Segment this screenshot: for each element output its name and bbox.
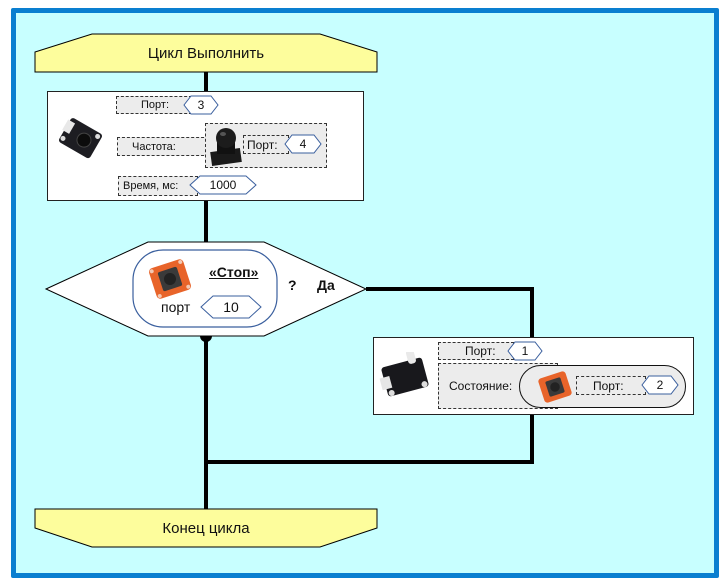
- condition-port-value-field[interactable]: 10: [200, 295, 262, 319]
- buzzer-module-icon: [59, 118, 102, 159]
- loop-start-shape[interactable]: [34, 33, 378, 73]
- port-value-field[interactable]: 1: [507, 341, 543, 361]
- condition-question-mark: ?: [288, 277, 297, 293]
- loop-end-label: Конец цикла: [162, 520, 250, 537]
- connector-yes-branch: [366, 287, 534, 337]
- nested-port-value-field[interactable]: 2: [641, 375, 679, 395]
- nested-joystick-block[interactable]: Порт: 4: [205, 123, 327, 168]
- nested-button-block[interactable]: Порт: 2: [519, 365, 686, 408]
- nested-port-value-field[interactable]: 4: [284, 134, 322, 154]
- condition-sensor-name: «Стоп»: [209, 264, 259, 280]
- param-duration-label: Время, мс:: [123, 180, 179, 192]
- condition-yes-label: Да: [317, 277, 335, 293]
- param-duration: Время, мс:: [118, 176, 198, 196]
- nested-param-port: Порт:: [243, 135, 289, 154]
- condition-sensor-frame[interactable]: [132, 249, 278, 328]
- condition-shape[interactable]: [44, 241, 368, 337]
- action-block-buzzer[interactable]: Порт: 3 Частота: Порт: 4 Время, мс: 1000: [47, 91, 364, 201]
- joystick-module-icon: [210, 128, 242, 167]
- param-port-label: Порт:: [141, 99, 169, 111]
- button-module-icon: [538, 371, 572, 403]
- action-block-led[interactable]: Порт: 1 Состояние: Порт: 2: [373, 337, 694, 415]
- loop-end-shape[interactable]: [34, 508, 378, 548]
- condition-port-label: порт: [161, 299, 191, 315]
- param-frequency-label: Частота:: [132, 140, 176, 153]
- duration-value-field[interactable]: 1000: [189, 175, 257, 195]
- param-frequency: Частота:: [117, 137, 209, 156]
- param-port: Порт:: [116, 96, 192, 114]
- button-module-icon: [148, 259, 192, 299]
- param-port: Порт:: [438, 342, 514, 360]
- port-value-field[interactable]: 3: [183, 95, 219, 115]
- connector-yes-merge: [206, 413, 534, 464]
- loop-start-label: Цикл Выполнить: [147, 45, 265, 62]
- led-module-icon: [379, 352, 429, 397]
- nested-param-port: Порт:: [576, 376, 646, 395]
